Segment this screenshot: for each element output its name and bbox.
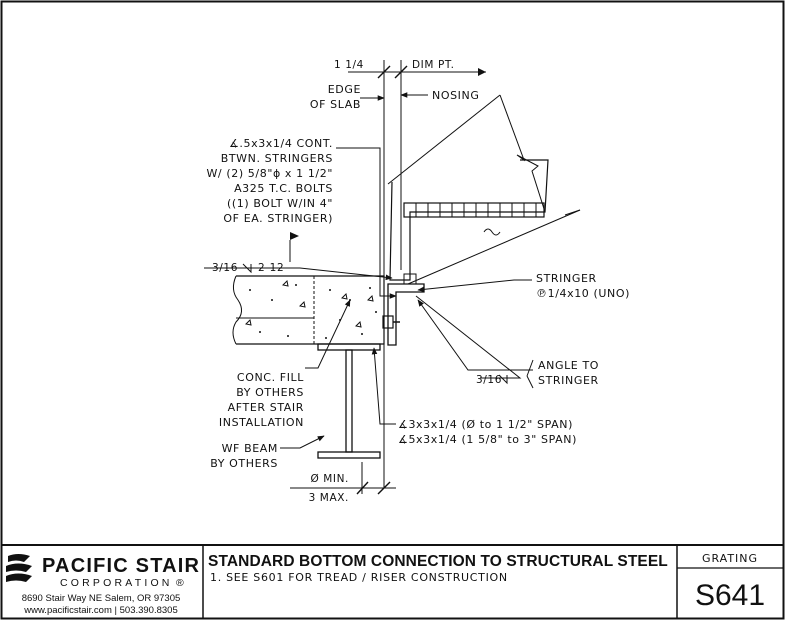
angle-note-line3: W/ (2) 5/8"ɸ x 1 1/2" <box>206 167 333 180</box>
company-contact: www.pacificstair.com | 503.390.8305 <box>23 605 178 616</box>
conc-fill-line1: CONC. FILL <box>237 371 304 384</box>
angle-stringer-leader <box>417 299 533 371</box>
dim-top-right: DIM PT. <box>412 59 455 71</box>
sheet-category: GRATING <box>702 552 758 565</box>
angle-note-line4: A325 T.C. BOLTS <box>234 182 333 195</box>
weld-symbol-icon <box>498 374 508 385</box>
weld-symbol-icon <box>242 263 252 274</box>
dim-top-left: 1 1/4 <box>334 59 364 71</box>
angle-span-line1: ∡3x3x1/4 (Ø to 1 1/2" SPAN) <box>398 418 573 431</box>
angle-note-line5: ((1) BOLT W/IN 4" <box>227 197 333 210</box>
weld-top-length: 2-12 <box>258 262 284 274</box>
stringer-outline <box>389 159 549 281</box>
stringer-break-icon <box>564 209 581 216</box>
wf-beam-line1: WF BEAM <box>222 442 278 455</box>
dim-tick <box>377 65 391 79</box>
sheet-note: 1. SEE S601 FOR TREAD / RISER CONSTRUCTI… <box>210 571 508 584</box>
angle-span-line2: ∡5x3x1/4 (1 5/8" to 3" SPAN) <box>398 433 577 446</box>
wf-beam-line2: BY OTHERS <box>210 457 278 470</box>
company-name: PACIFIC STAIR <box>42 555 200 577</box>
weld-bottom-leader <box>415 295 522 379</box>
section-squiggle-icon <box>483 228 501 236</box>
dim-arrow-icon <box>478 68 486 76</box>
dim-bottom-max: 3 MAX. <box>309 492 349 504</box>
logo-mark-icon <box>6 554 32 582</box>
angle-to-stringer-line2: STRINGER <box>538 374 599 387</box>
angle-note-line2: BTWN. STRINGERS <box>221 152 333 165</box>
company-logo: PACIFIC STAIR CORPORATION ® <box>6 554 200 589</box>
beam-leader <box>280 435 325 449</box>
dim-bottom-min: Ø MIN. <box>310 473 349 485</box>
grating-tread <box>403 202 545 218</box>
angle-to-stringer-line1: ANGLE TO <box>538 359 599 372</box>
angle-small <box>403 273 417 285</box>
stringer-label-line2: ℗1/4x10 (UNO) <box>536 287 630 300</box>
concrete-stipple <box>244 279 377 339</box>
angle-note-line6: OF EA. STRINGER) <box>223 212 333 225</box>
weld-bottom-size: 3/16 <box>476 374 502 386</box>
weld-flag-icon <box>290 232 299 240</box>
dim-tick <box>377 481 391 495</box>
company-address: 8690 Stair Way NE Salem, OR 97305 <box>22 593 181 604</box>
sheet-number: S641 <box>695 579 765 612</box>
stringer-label-line1: STRINGER <box>536 272 597 285</box>
sheet-title: STANDARD BOTTOM CONNECTION TO STRUCTURAL… <box>208 553 668 570</box>
angle-note-leader <box>336 147 397 299</box>
nosing-label: NOSING <box>432 89 479 102</box>
conc-fill-line2: BY OTHERS <box>236 386 304 399</box>
registered-mark: ® <box>176 577 187 589</box>
concrete-slab <box>236 275 385 345</box>
edge-of-slab-line1: EDGE <box>328 83 361 96</box>
conc-fill-line4: INSTALLATION <box>219 416 304 429</box>
weld-top-leader <box>204 267 393 281</box>
angle-note-line1: ∡.5x3x1/4 CONT. <box>229 137 333 150</box>
angle-span-leader <box>371 347 396 425</box>
stringer-bottom-edge <box>407 209 581 285</box>
fill-leader <box>305 299 351 369</box>
grating-bars <box>415 203 537 217</box>
stringer-top-edge <box>387 94 501 185</box>
weld-top-size: 3/16 <box>212 262 238 274</box>
stringer-break-icon <box>499 94 546 213</box>
edge-of-slab-line2: OF SLAB <box>310 98 361 111</box>
connection-angle <box>387 283 425 346</box>
bracket-icon <box>526 375 534 389</box>
title-block: PACIFIC STAIR CORPORATION ® 8690 Stair W… <box>1 544 783 618</box>
bracket-icon <box>526 359 534 377</box>
company-sub: CORPORATION <box>60 577 173 589</box>
detail-drawing: 1 1/4 DIM PT. EDGE OF SLAB NOSING ∡.5x3x… <box>204 59 630 504</box>
dim-tick <box>394 65 408 79</box>
slab-break-icon <box>232 275 242 345</box>
wf-beam <box>317 343 381 459</box>
stringer-leader <box>417 279 532 293</box>
conc-fill-line3: AFTER STAIR <box>228 401 304 414</box>
